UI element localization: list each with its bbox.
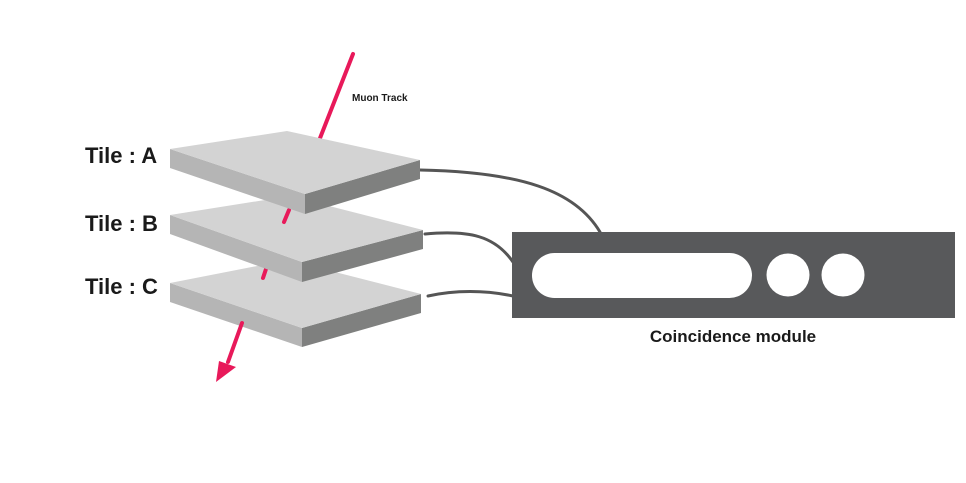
muon-track-label: Muon Track [352, 93, 408, 104]
tile-b-top [170, 196, 423, 262]
muon-track-bottom [226, 321, 244, 364]
tile-c-left-side [170, 283, 302, 347]
tile-b-right-side [302, 230, 423, 282]
tile-b-label: Tile : B [85, 211, 158, 236]
tile-a-label: Tile : A [85, 143, 157, 168]
module-indicator-1 [766, 253, 810, 297]
tile-c-top [170, 260, 421, 328]
tile-b [170, 196, 423, 282]
tile-c [170, 260, 421, 347]
muon-track-segment-ab [282, 208, 291, 224]
cable-tile-c [426, 290, 515, 298]
tile-c-label: Tile : C [85, 274, 158, 299]
tile-a-right-side [305, 160, 420, 214]
track-arrowhead-icon [216, 361, 236, 382]
tile-a [170, 131, 420, 214]
coincidence-module-label: Coincidence module [650, 327, 816, 346]
tile-c-right-side [302, 294, 421, 347]
tile-b-left-side [170, 215, 302, 282]
cable-tile-b [423, 231, 515, 264]
tile-a-top [170, 131, 420, 194]
coincidence-module [512, 232, 955, 318]
cable-tile-a [418, 168, 602, 234]
module-display-slot [532, 253, 752, 298]
module-indicator-2 [821, 253, 865, 297]
tile-a-left-side [170, 149, 305, 214]
